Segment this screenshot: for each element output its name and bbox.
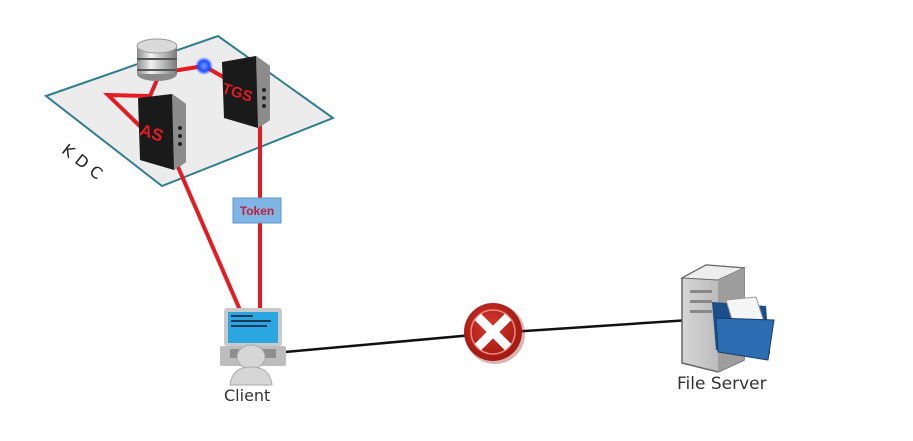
database-icon	[136, 38, 178, 81]
folder-icon	[712, 296, 775, 361]
error-x-icon	[464, 303, 525, 364]
token-badge: Token	[232, 197, 282, 224]
file-server-label: File Server	[677, 374, 767, 394]
as-client-link	[173, 159, 242, 311]
user-icon	[229, 344, 273, 386]
token-label: Token	[240, 204, 274, 218]
tgs-server-icon: TGS	[220, 56, 270, 128]
client-label: Client	[224, 386, 271, 405]
as-server-icon: AS	[137, 94, 186, 170]
connection-dot-icon	[195, 57, 213, 75]
